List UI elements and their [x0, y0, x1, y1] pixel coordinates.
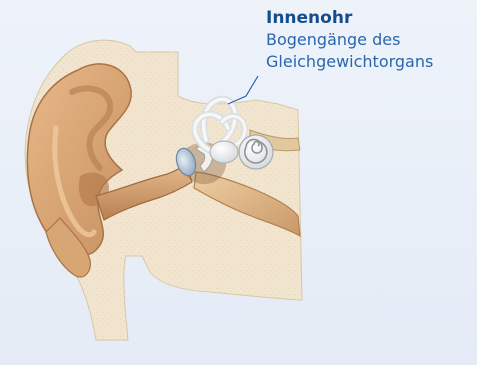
callout-line-1: Bogengänge des	[266, 29, 472, 51]
inner-ear-callout: Innenohr Bogengänge des Gleichgewichtorg…	[266, 7, 472, 73]
callout-title: Innenohr	[266, 7, 472, 29]
callout-line-2: Gleichgewichtorgans	[266, 51, 472, 73]
cochlea	[239, 135, 273, 169]
vestibule	[210, 141, 238, 163]
